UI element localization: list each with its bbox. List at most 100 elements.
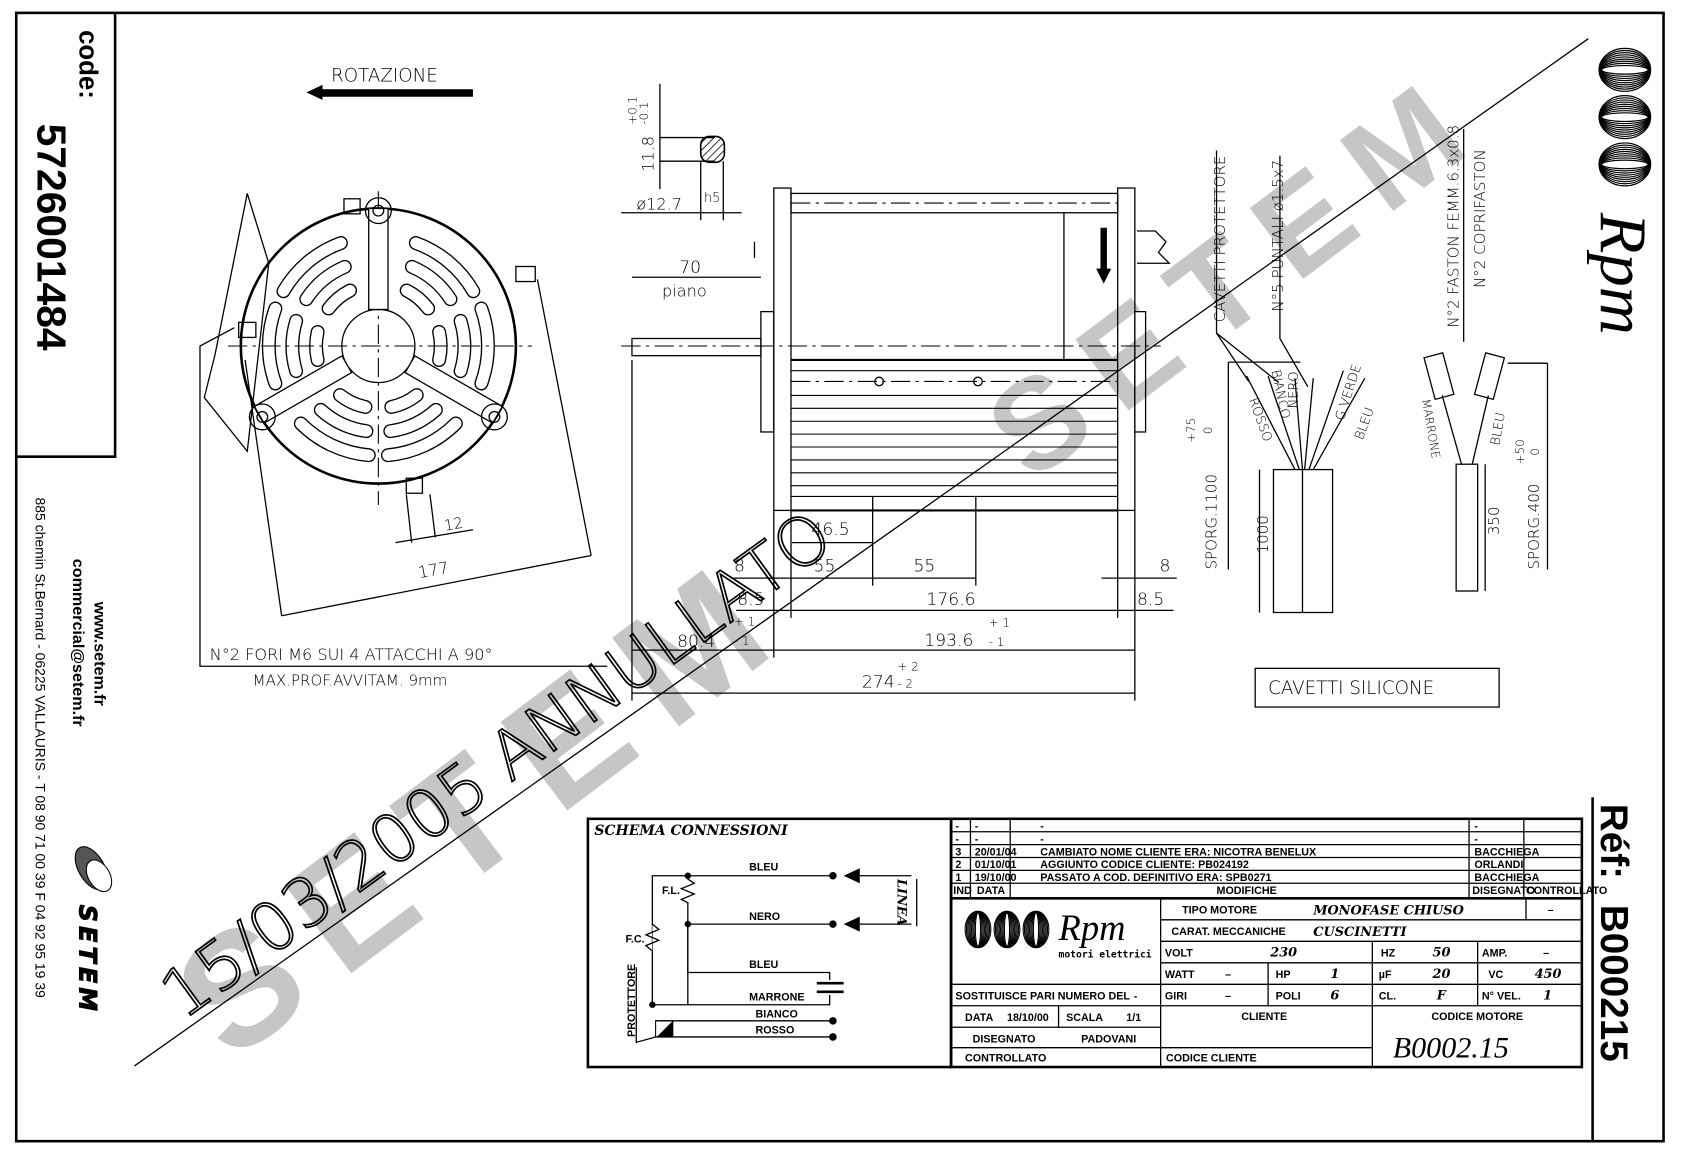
rpm-logo-subtitle: motori elettrici (1059, 948, 1152, 960)
revision-data: 01/10/01 (975, 859, 1017, 871)
shaft-detail: 11.8 +0.1 -0.1 ø12.7 h5 70 piano (621, 83, 761, 301)
flat-length: 70 (679, 258, 701, 278)
stator-fins (790, 358, 1118, 512)
sostituisce-label: SOSTITUISCE PARI NUMERO DEL (955, 990, 1130, 1002)
setem-logo-text: SETEM (74, 905, 102, 1015)
dimension-177: 177 (417, 558, 451, 582)
revision-data: - (975, 833, 979, 845)
revision-disegnato: - (1474, 833, 1478, 845)
revision-ind: 3 (955, 846, 961, 858)
data-label: DATA (965, 1012, 993, 1024)
wire-bleu-2: BLEU (1488, 411, 1509, 446)
revision-data: 19/10/00 (975, 872, 1017, 884)
revision-ind: 1 (955, 872, 961, 884)
giri-value: – (1225, 990, 1231, 1002)
dim-176-6: 176.6 (926, 590, 975, 610)
revision-disegnato: - (1474, 821, 1478, 833)
dim-274-tol-plus: + 2 (897, 660, 918, 674)
cliente-label: CLIENTE (1241, 1011, 1287, 1023)
connection-schema: SCHEMA CONNESSIONI LINEA PROTETTORE F.L.… (586, 817, 953, 1069)
revision-row: ---- (955, 833, 1478, 845)
dimension-12: 12 (443, 514, 465, 535)
right-strip: Rpm Réf: B000215 (1586, 47, 1659, 1062)
revision-row: ---- (955, 821, 1478, 833)
mounting-lug-right (480, 403, 508, 431)
nvel-value: 1 (1543, 988, 1552, 1003)
scala-value: 1/1 (1126, 1012, 1141, 1024)
wire-label-bleu-cap: BLEU (749, 959, 778, 971)
revision-row: 3 20/01/04 CAMBIATO NOME CLIENTE ERA: NICO… (955, 846, 1539, 858)
rev-header-disegnato: DISEGNATO (1472, 885, 1535, 897)
website-link[interactable]: www.setem.fr (91, 601, 109, 707)
rotation-label: ROTAZIONE (331, 66, 438, 87)
spoke (253, 355, 353, 425)
protector-leads-note: CAVETTI PROTETTORE (1211, 156, 1229, 323)
revision-ind: 2 (955, 859, 961, 871)
line-arrow-icon (843, 868, 860, 884)
faston-connector (1423, 352, 1455, 401)
revision-modifica: CAMBIATO NOME CLIENTE ERA: NICOTRA BENEL… (1040, 846, 1317, 858)
volt-label: VOLT (1165, 947, 1193, 959)
dim-274-tol-minus: - 2 (897, 677, 913, 691)
cl-value: F (1436, 988, 1447, 1003)
line-arrow-icon (843, 916, 860, 932)
side-view: 46.5 55 55 8 8 8.5 176.6 8.5 80.4 + 1 - … (621, 187, 1177, 701)
watt-label: WATT (1165, 969, 1195, 981)
faston-note: N°2 FASTON FEMM.6.3x0.8 (1444, 125, 1462, 328)
schema-fl-label: F.L. (662, 885, 680, 897)
carat-value: CUSCINETTI (1313, 925, 1407, 940)
uf-value: 20 (1432, 967, 1451, 982)
flat-label: piano (662, 282, 707, 301)
flat-dimension: 11.8 (638, 136, 657, 172)
rev-header-ind: IND (953, 885, 972, 897)
schema-protettore-label: PROTETTORE (626, 964, 638, 1037)
rpm-logo-text: Rpm (1586, 212, 1659, 335)
revision-modifica: - (1040, 833, 1044, 845)
airflow-arrow-icon (1096, 227, 1112, 284)
wire-label-rosso: ROSSO (756, 1025, 795, 1037)
watt-value: – (1225, 969, 1231, 981)
wire-nero: NERO (1287, 371, 1302, 408)
revision-disegnato: BACCHIEGA (1474, 872, 1539, 884)
company-address: 885 chemin St.Bernard - 06225 VALLAURIS … (33, 498, 49, 999)
codice-motore-label: CODICE MOTORE (1431, 1011, 1523, 1023)
dimension-lines (631, 359, 1177, 701)
flat-tolerance-minus: -0.1 (637, 102, 651, 125)
revision-row: 1 19/10/00 PASSATO A COD. DEFINITIVO ERA: … (955, 872, 1539, 884)
revision-modifica: - (1040, 821, 1044, 833)
sporg-400: SPORG.400 (1525, 484, 1543, 570)
wire-bleu: BLEU (1352, 406, 1377, 442)
revision-data: 20/01/04 (975, 846, 1017, 858)
dim-274: 274 (862, 673, 895, 693)
frame (14, 11, 1665, 1143)
silicone-leads-note: CAVETTI SILICONE (1268, 678, 1434, 699)
revision-modifica: PASSATO A COD. DEFINITIVO ERA: SPB0271 (1040, 872, 1271, 884)
mounting-lug-left (248, 403, 276, 431)
schema-fc-label: F.C. (626, 933, 645, 945)
screw-depth-note: MAX.PROF.AVVITAM. 9mm (253, 672, 448, 690)
wire-label-bianco: BIANCO (756, 1009, 798, 1021)
schema-linea-label: LINEA (893, 878, 908, 926)
dim-8-left: 8 (734, 557, 745, 577)
rev-header-data: DATA (977, 885, 1005, 897)
uf-label: µF (1379, 969, 1392, 981)
wiring-detail: CAVETTI PROTETTORE N°5 PUNTALI ø1.5x7 N°… (1184, 125, 1549, 708)
sporg-400-tol-plus: +50 (1513, 439, 1527, 464)
product-code: 5726001484 (29, 124, 75, 351)
revision-modifica: AGGIUNTO CODICE CLIENTE: PB024192 (1040, 859, 1249, 871)
disegnato-label: DISEGNATO (973, 1033, 1036, 1045)
wire-label-bleu: BLEU (749, 861, 778, 873)
setem-logo: SETEM (73, 846, 113, 1016)
codice-motore-value: B0002.15 (1393, 1030, 1509, 1064)
wire-marrone: MARRONE (1419, 398, 1443, 460)
dim-8-5-left: 8.5 (737, 590, 764, 610)
faston-cover-note: N°2 COPRIFASTON (1471, 149, 1489, 288)
vent-slots (261, 236, 495, 463)
cancel-line (134, 38, 1589, 1067)
rpm-logo-name: Rpm (1058, 907, 1126, 948)
email-link[interactable]: commercial@setem.fr (69, 559, 87, 728)
ref-label: Réf: (1592, 804, 1635, 879)
hz-value: 50 (1433, 945, 1451, 960)
